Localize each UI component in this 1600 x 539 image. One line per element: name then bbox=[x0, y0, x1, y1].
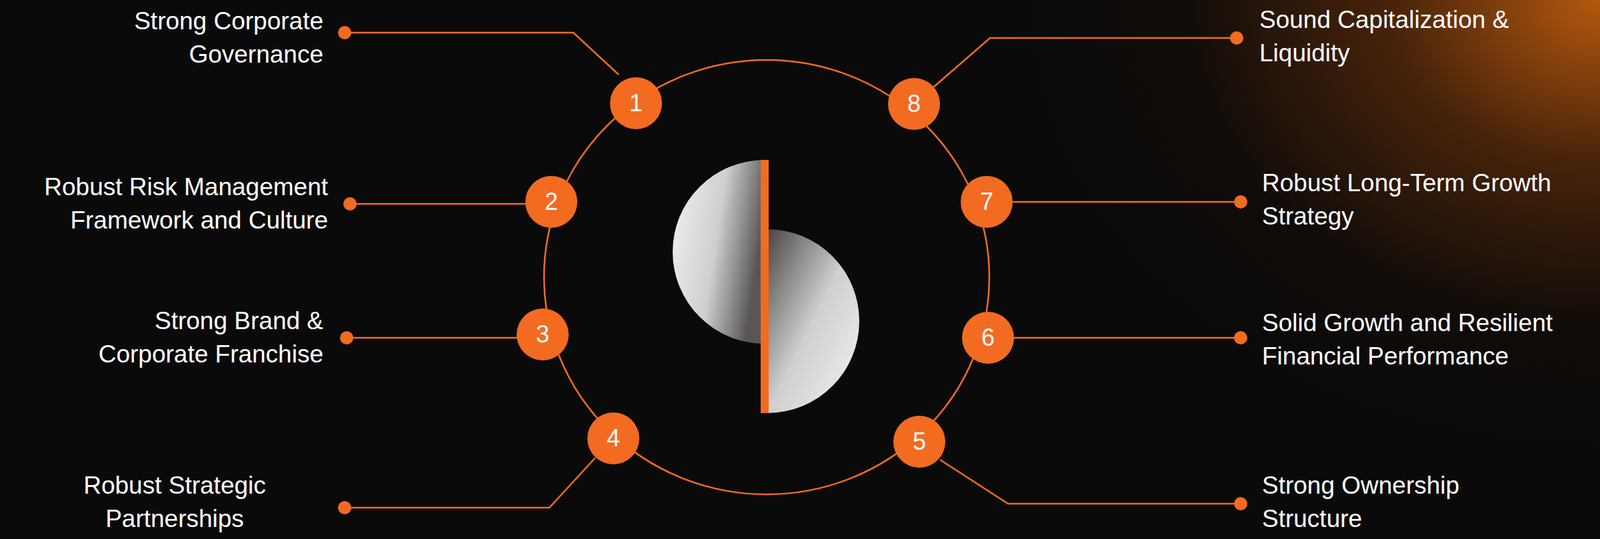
callout-number: 2 bbox=[525, 176, 578, 228]
label-text: Robust Risk Management Framework and Cul… bbox=[44, 173, 328, 234]
label-text: Robust Strategic Partnerships bbox=[83, 472, 266, 533]
number-circle: 1 bbox=[610, 77, 662, 130]
label-text: Robust Long-Term Growth Strategy bbox=[1262, 169, 1552, 230]
number-circle: 4 bbox=[587, 412, 640, 465]
callout-number: 1 bbox=[610, 77, 662, 130]
number-circle: 8 bbox=[888, 78, 940, 130]
callout-number: 5 bbox=[893, 416, 946, 468]
pillar-label: Strong Corporate Governance bbox=[16, 4, 324, 72]
label-text: Sound Capitalization & Liquidity bbox=[1259, 6, 1509, 67]
callout-number: 3 bbox=[516, 308, 569, 361]
pillar-label: Strong Ownership Structure bbox=[1262, 469, 1556, 536]
label-text: Strong Corporate Governance bbox=[134, 7, 324, 68]
pillar-label: Robust Strategic Partnerships bbox=[18, 469, 332, 536]
pillar-label: Robust Long-Term Growth Strategy bbox=[1262, 166, 1556, 234]
label-text: Strong Brand & Corporate Franchise bbox=[98, 307, 324, 368]
number-circle: 3 bbox=[516, 308, 569, 361]
label-text: Solid Growth and Resilient Financial Per… bbox=[1262, 309, 1553, 370]
logo-right-half bbox=[767, 229, 860, 414]
number-circle: 6 bbox=[962, 312, 1014, 364]
pillar-label: Robust Risk Management Framework and Cul… bbox=[8, 170, 328, 238]
callout-number: 8 bbox=[888, 78, 940, 130]
pillar-label: Sound Capitalization & Liquidity bbox=[1259, 3, 1553, 70]
leader-lines bbox=[344, 32, 1241, 508]
number-circle: 2 bbox=[525, 176, 578, 228]
logo-left-half bbox=[672, 160, 765, 344]
callout-number: 7 bbox=[960, 176, 1013, 228]
callout-number: 4 bbox=[587, 412, 640, 465]
number-circle: 5 bbox=[893, 416, 946, 468]
pillar-label: Solid Growth and Resilient Financial Per… bbox=[1262, 306, 1592, 374]
callout-number: 6 bbox=[962, 312, 1014, 364]
pillar-label: Strong Brand & Corporate Franchise bbox=[43, 304, 324, 372]
label-text: Strong Ownership Structure bbox=[1262, 472, 1460, 533]
ring bbox=[544, 60, 990, 495]
logo-bar bbox=[760, 160, 769, 414]
number-circle: 7 bbox=[960, 176, 1013, 228]
leader-dots bbox=[338, 26, 1248, 515]
